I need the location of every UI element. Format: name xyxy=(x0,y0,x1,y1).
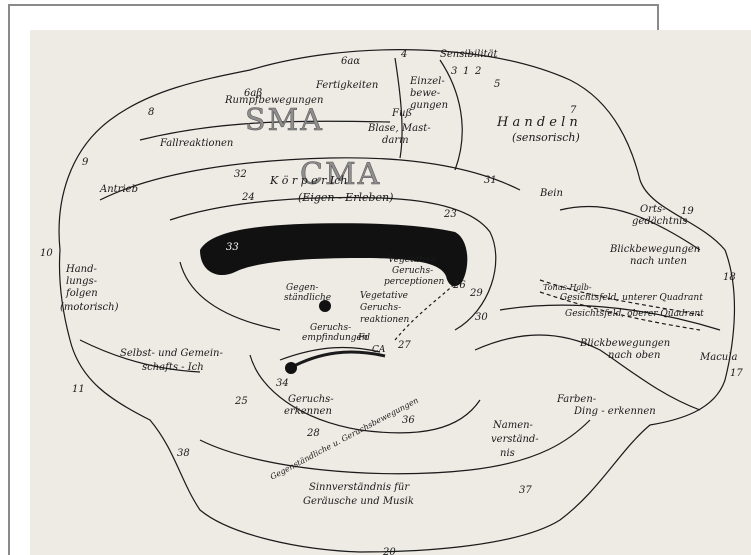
label-eigen-erleben: (Eigen - Erleben) xyxy=(298,191,393,204)
label-handlungsfolgen-2: lungs- xyxy=(66,276,98,287)
area-33: 33 xyxy=(226,242,239,253)
area-6aa: 6aα xyxy=(341,56,360,67)
area-5: 5 xyxy=(494,79,500,90)
label-vegetative-perceptionen-3: perceptionen xyxy=(384,277,445,287)
label-farben-1: Farben- xyxy=(556,394,597,405)
area-3: 3 xyxy=(451,66,457,77)
label-gegenstaendliche-1: Gegen- xyxy=(286,283,318,293)
area-30: 30 xyxy=(475,312,488,323)
label-sinnverstaendnis-2: Geräusche und Musik xyxy=(303,496,414,507)
label-namen-1: Namen- xyxy=(492,420,534,431)
label-gesichtsfeld-oben: Gesichtsfeld, oberer Quadrant xyxy=(565,309,704,319)
area-27: 27 xyxy=(397,340,411,351)
label-macula: Macula xyxy=(699,352,737,363)
label-vegetative-reaktionen-1: Vegetative xyxy=(360,291,408,301)
label-ca: CA xyxy=(372,345,386,355)
label-vegetative-perceptionen-1: Vegetative xyxy=(388,255,436,265)
label-blase-2: darm xyxy=(382,135,409,146)
label-ortsgedaechtnis-2: gedächtnis xyxy=(632,216,688,227)
area-4: 4 xyxy=(400,49,407,60)
label-handlungsfolgen-1: Hand- xyxy=(65,264,98,275)
label-blickbewegungen-oben-1: Blickbewegungen xyxy=(579,338,670,349)
area-20: 20 xyxy=(382,547,396,555)
label-namen-2: verständ- xyxy=(491,434,539,445)
label-selbst-2: schafts - Ich xyxy=(142,362,204,373)
area-28: 28 xyxy=(306,428,320,439)
sulcus-line-10 xyxy=(250,355,480,433)
area-8: 8 xyxy=(148,107,154,118)
area-25: 25 xyxy=(234,396,248,407)
label-vegetative-reaktionen-2: Geruchs- xyxy=(360,303,401,313)
label-handlungsfolgen-4: (motorisch) xyxy=(60,302,119,313)
label-selbst-1: Selbst- und Gemein- xyxy=(120,348,223,359)
area-17: 17 xyxy=(730,368,743,379)
label-sinnverstaendnis-1: Sinnverständnis für xyxy=(309,482,410,493)
area-37: 37 xyxy=(519,485,532,496)
label-handeln-1: H a n d e l n xyxy=(496,115,578,130)
label-einzelbewegungen-1: Einzel- xyxy=(409,76,445,87)
area-24: 24 xyxy=(241,192,255,203)
label-farben-2: Ding - erkennen xyxy=(573,406,656,417)
label-vegetative-perceptionen-2: Geruchs- xyxy=(392,266,433,276)
label-geruchsempfindungen-1: Geruchs- xyxy=(310,323,351,333)
label-blickbewegungen-unten-1: Blickbewegungen xyxy=(609,244,700,255)
label-koerper-ich: K ö r p e r Ich xyxy=(269,174,347,187)
label-fallreaktionen: Fallreaktionen xyxy=(159,138,233,149)
label-ortsgedaechtnis-1: Orts- xyxy=(640,204,666,215)
label-antrieb: Antrieb xyxy=(99,184,138,195)
label-geruchserkennen-2: erkennen xyxy=(284,406,332,417)
label-geruchserkennen-1: Geruchs- xyxy=(288,394,334,405)
area-34: 34 xyxy=(276,378,289,389)
area-11: 11 xyxy=(72,384,85,395)
label-handeln-2: (sensorisch) xyxy=(512,131,580,144)
label-blickbewegungen-oben-2: nach oben xyxy=(608,350,660,361)
area-18-upper: 18 xyxy=(723,272,736,283)
label-rumpfbewegungen: Rumpfbewegungen xyxy=(224,95,323,106)
sma-overlay-label: SMA xyxy=(245,103,324,138)
label-fuss: Fuß xyxy=(391,108,412,119)
label-blase-1: Blase, Mast- xyxy=(367,123,431,134)
label-einzelbewegungen-2: bewe- xyxy=(410,88,441,99)
area-1: 1 xyxy=(463,66,469,77)
label-einzelbewegungen-3: gungen xyxy=(410,100,448,111)
label-handlungsfolgen-3: folgen xyxy=(65,288,98,299)
area-10: 10 xyxy=(40,248,53,259)
label-tonus: Tonus Halb- xyxy=(543,283,592,292)
olfactory-tract xyxy=(290,352,385,368)
label-namen-3: nis xyxy=(500,448,515,459)
olfactory-dashed-path xyxy=(395,280,458,340)
area-2: 2 xyxy=(474,66,481,77)
label-blickbewegungen-unten-2: nach unten xyxy=(630,256,687,267)
label-sensibilitaet: Sensibilität xyxy=(440,49,499,60)
area-29: 29 xyxy=(469,288,483,299)
label-gesichtsfeld-unten: Gesichtsfeld, unterer Quadrant xyxy=(560,293,703,303)
area-23: 23 xyxy=(443,209,457,220)
label-fertigkeiten: Fertigkeiten xyxy=(315,80,378,91)
area-26: 26 xyxy=(452,280,466,291)
label-fd: Fd xyxy=(357,333,370,343)
label-vegetative-reaktionen-3: reaktionen xyxy=(360,315,409,325)
area-36: 36 xyxy=(402,415,415,426)
area-9: 9 xyxy=(82,157,89,168)
fd-dot xyxy=(285,362,297,374)
area-31: 31 xyxy=(484,175,497,186)
label-bein: Bein xyxy=(539,188,563,199)
label-gegenstaendliche-2: ständliche xyxy=(284,293,331,303)
area-38: 38 xyxy=(177,448,190,459)
area-32: 32 xyxy=(234,169,247,180)
